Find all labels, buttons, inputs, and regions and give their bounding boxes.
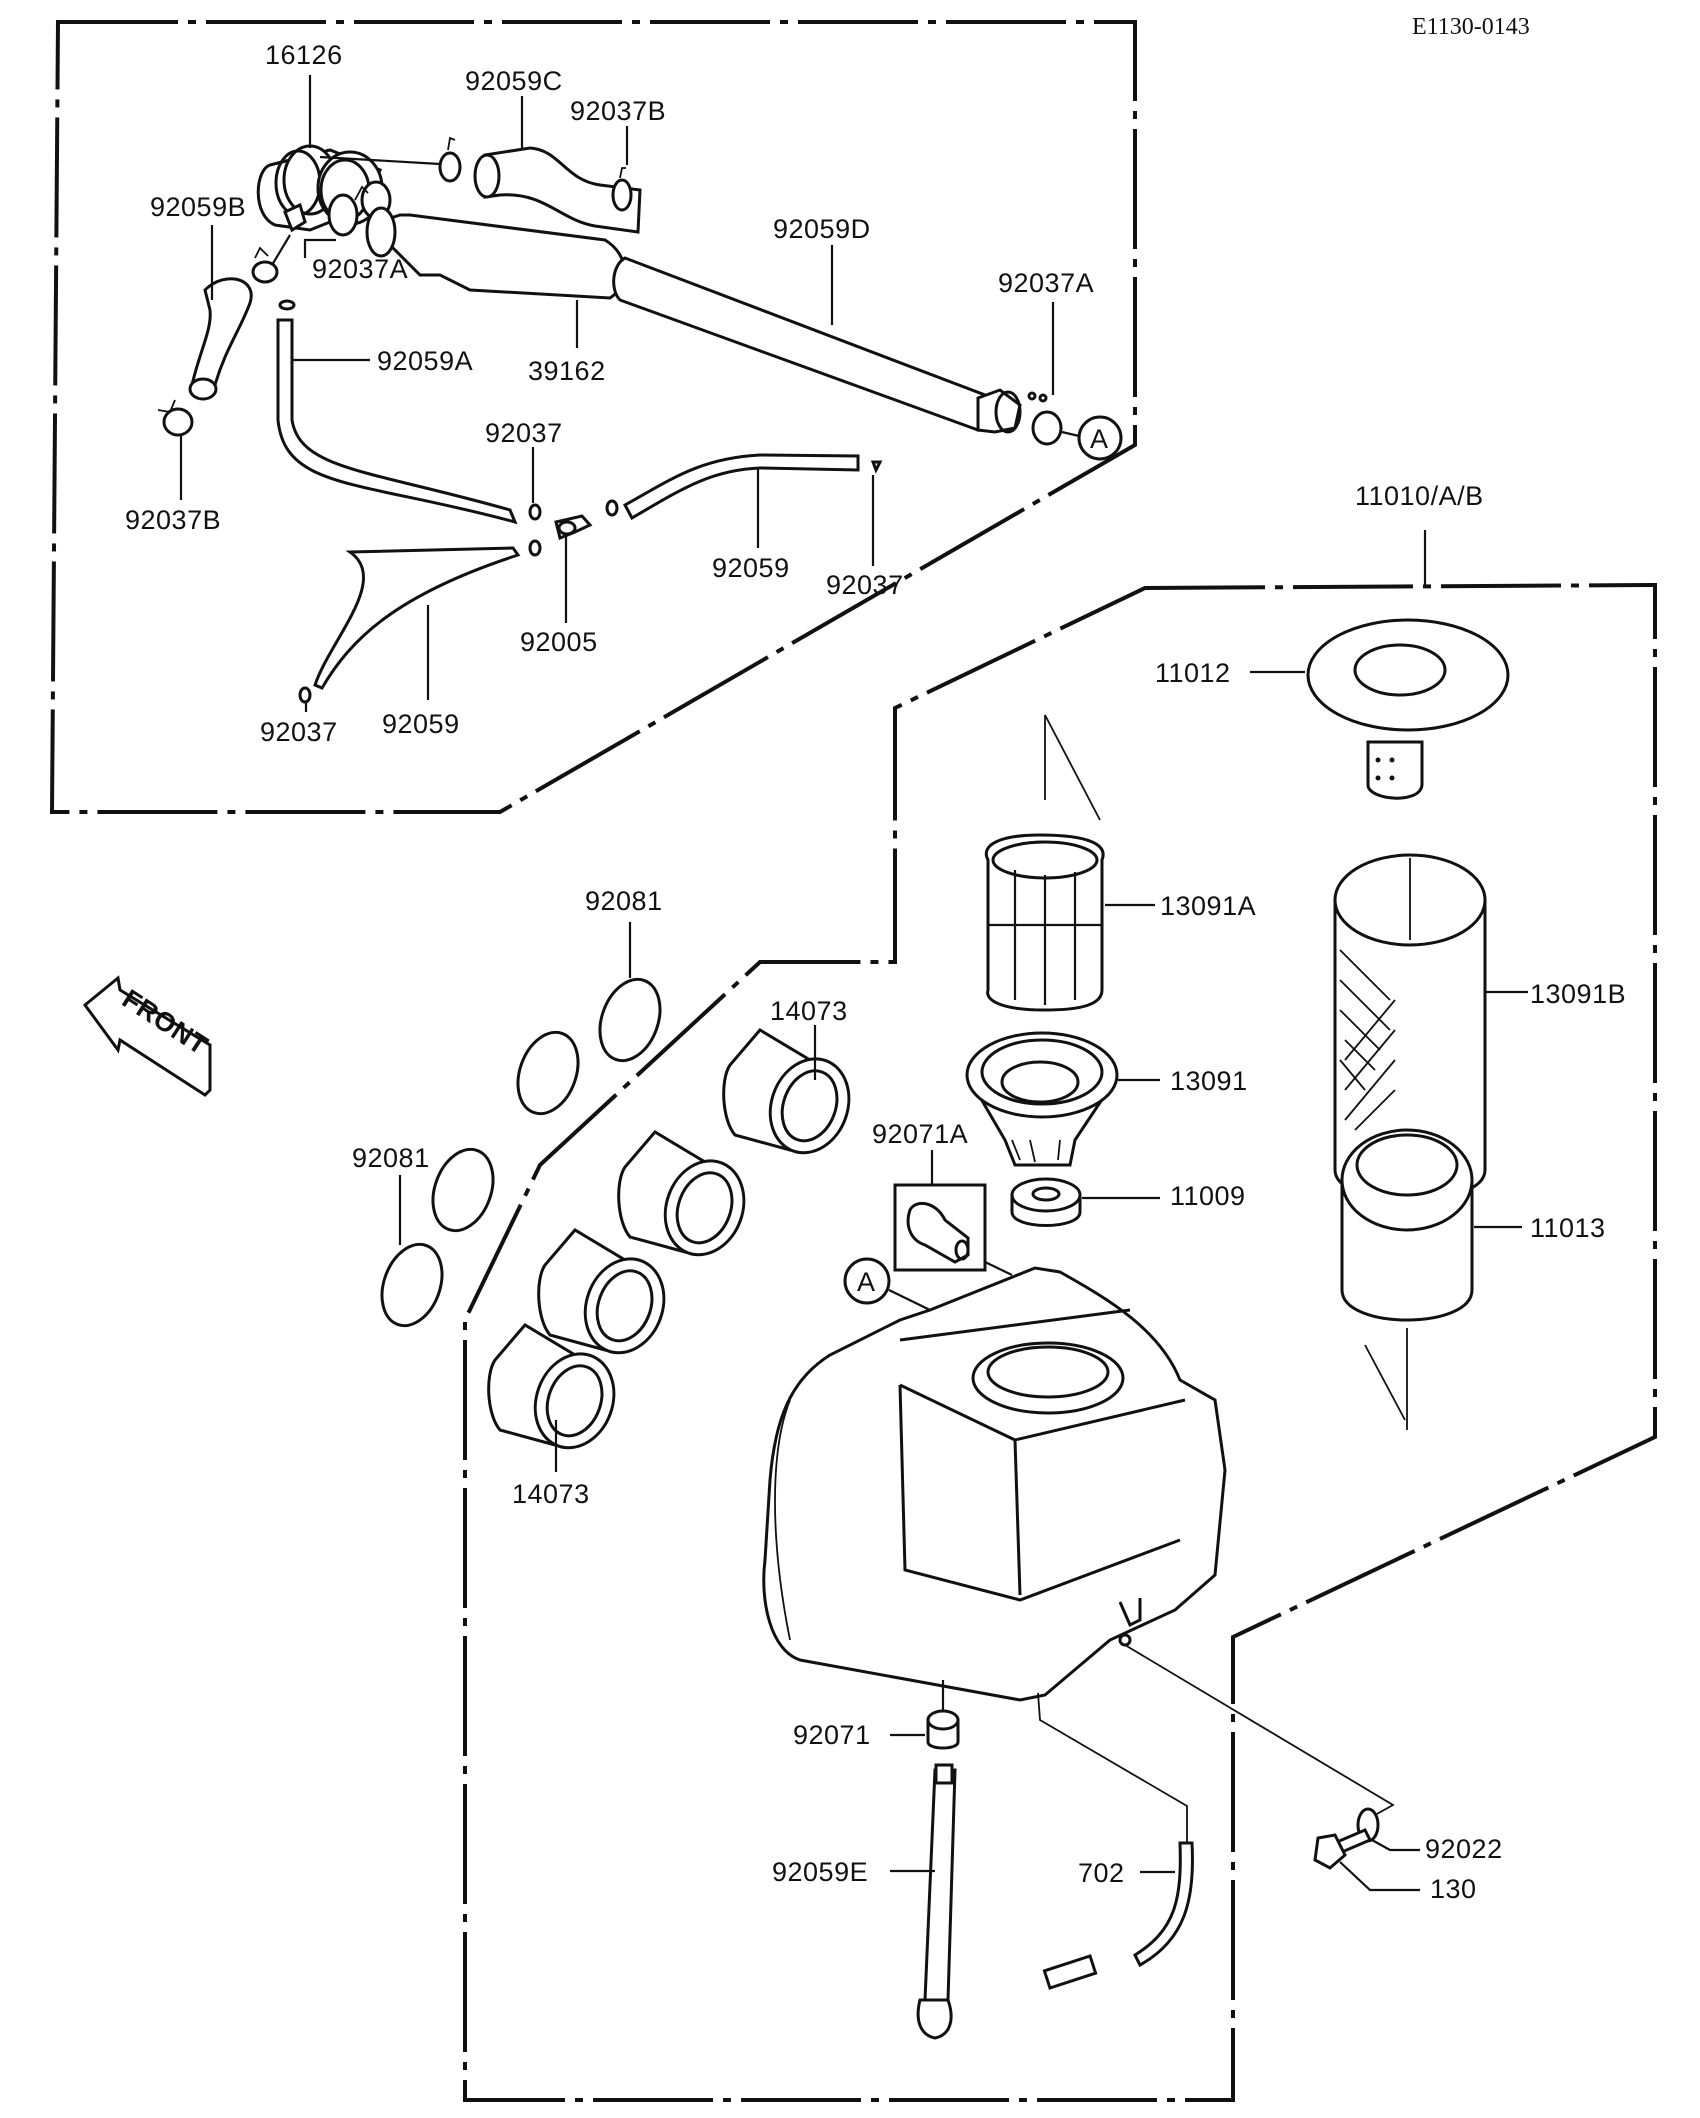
part-air-box-housing[interactable]	[762, 1266, 1227, 1702]
label-92059B: 92059B	[150, 192, 246, 222]
label-16126: 16126	[265, 40, 343, 70]
label-11010AB: 11010/A/B	[1355, 481, 1484, 511]
part-92037A-clamp-left[interactable]	[327, 185, 369, 237]
part-13091-holder[interactable]	[965, 1031, 1119, 1167]
part-92037B-clamp-top[interactable]	[611, 167, 633, 212]
svg-text:A: A	[857, 1267, 876, 1297]
part-92059C-hose[interactable]	[473, 146, 642, 234]
reference-marker-a-lower: A	[843, 1257, 931, 1311]
label-92037-right: 92037	[826, 570, 904, 600]
part-92037-clip-bottom[interactable]	[298, 686, 312, 704]
label-92059-right: 92059	[712, 553, 790, 583]
label-13091: 13091	[1170, 1066, 1248, 1096]
part-11013-element[interactable]	[1340, 1128, 1474, 1322]
part-92071A-fitting[interactable]	[893, 1183, 987, 1272]
part-92059-tube-bottom[interactable]	[313, 546, 521, 690]
label-92059C: 92059C	[465, 66, 563, 96]
label-14073-top: 14073	[770, 996, 848, 1026]
label-92081-top: 92081	[585, 886, 663, 916]
part-130-bolt[interactable]	[1313, 1828, 1373, 1870]
part-92037-clip-mid[interactable]	[528, 503, 542, 521]
label-92037A-left: 92037A	[312, 254, 408, 284]
part-92081-orings-left[interactable]	[371, 1141, 503, 1334]
label-39162: 39162	[528, 356, 606, 386]
part-clamp-92059C[interactable]	[319, 136, 462, 183]
part-92005-fitting[interactable]	[554, 514, 593, 541]
label-11013: 11013	[1530, 1213, 1606, 1243]
label-11012: 11012	[1155, 658, 1231, 688]
label-92037-bottom: 92037	[260, 717, 338, 747]
part-92071-cap[interactable]	[926, 1709, 960, 1750]
diagram-code: E1130-0143	[1412, 14, 1530, 40]
label-92037B-left: 92037B	[125, 505, 221, 535]
svg-text:A: A	[1090, 424, 1109, 454]
part-clamp-92059B[interactable]	[251, 234, 291, 284]
label-92005: 92005	[520, 627, 598, 657]
front-arrow: FRONT	[82, 975, 213, 1097]
part-92037-clip-right[interactable]	[870, 460, 883, 474]
part-92059-tube-right[interactable]	[622, 453, 860, 521]
label-13091B: 13091B	[1530, 979, 1626, 1009]
label-92037-mid: 92037	[485, 418, 563, 448]
part-92059A-tube[interactable]	[276, 299, 518, 525]
label-702: 702	[1078, 1858, 1125, 1888]
part-11009-grommet[interactable]	[1010, 1177, 1082, 1227]
part-92081-orings-top[interactable]	[507, 971, 670, 1122]
label-92059A: 92059A	[377, 346, 473, 376]
label-11009: 11009	[1170, 1181, 1246, 1211]
label-92059E: 92059E	[772, 1857, 868, 1887]
part-13091B-filter[interactable]	[1333, 853, 1487, 1202]
label-92071A: 92071A	[872, 1119, 968, 1149]
label-92037B-top: 92037B	[570, 96, 666, 126]
part-92037B-clamp-left[interactable]	[157, 399, 194, 437]
label-92059D: 92059D	[773, 214, 871, 244]
label-92037A-right: 92037A	[998, 268, 1094, 298]
label-92059-bottom: 92059	[382, 709, 460, 739]
reference-marker-a-upper: A	[1061, 415, 1123, 461]
part-92037-clip-small[interactable]	[528, 499, 619, 557]
part-92059B-hose[interactable]	[188, 277, 253, 401]
label-130: 130	[1430, 1874, 1477, 1904]
label-92022: 92022	[1425, 1834, 1503, 1864]
upper-group-boundary	[49, 20, 1137, 814]
part-702-tube[interactable]	[1042, 1841, 1194, 1990]
part-92059E-drain-hose[interactable]	[916, 1763, 957, 2040]
part-11012-funnel[interactable]	[1306, 618, 1510, 800]
part-13091A-cage[interactable]	[984, 833, 1105, 1012]
lower-group-boundary	[463, 582, 1657, 2102]
part-92037A-clamp-right[interactable]	[1027, 391, 1063, 446]
label-13091A: 13091A	[1160, 891, 1256, 921]
label-92081-left: 92081	[352, 1143, 430, 1173]
label-14073-bottom: 14073	[512, 1479, 590, 1509]
label-92071: 92071	[793, 1720, 871, 1750]
part-92059D-tube[interactable]	[612, 256, 1022, 434]
